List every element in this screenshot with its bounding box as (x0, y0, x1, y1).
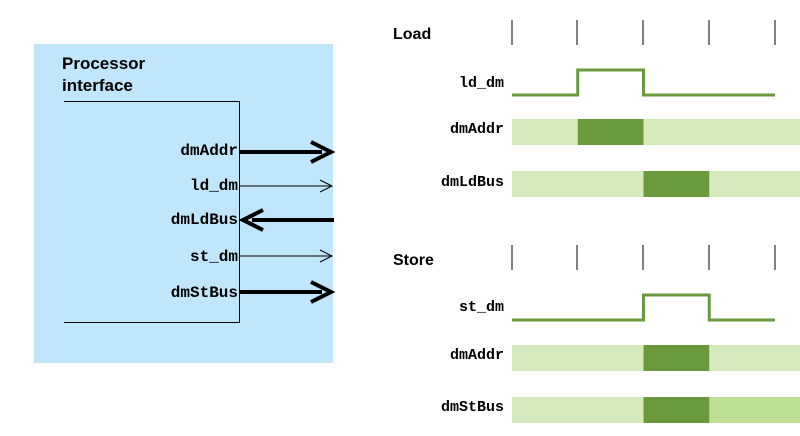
ld-dm-arrow-head (319, 179, 334, 193)
load-signal-label-ld-dm: ld_dm (458, 75, 504, 92)
store-bus-dmstbus-segment-active (643, 397, 710, 423)
st-dm-arrow-head (319, 249, 334, 263)
store-signal-label-st-dm: st_dm (458, 299, 504, 316)
store-bus-dmaddr-segment-idle (709, 345, 776, 371)
store-bus-dmstbus-segment-data (775, 397, 800, 423)
store-clock-ticks (511, 245, 776, 270)
load-bus-dmaddr-segment-idle (643, 119, 710, 145)
load-bus-dmldbus-segment-idle (512, 171, 579, 197)
port-label-dmldbus: dmLdBus (170, 211, 238, 229)
store-bus-dmstbus-segment-data (709, 397, 776, 423)
load-bus-dmldbus-segment-idle (577, 171, 644, 197)
load-section-title: Load (393, 26, 432, 43)
load-bus-dmldbus-segment-active (643, 171, 710, 197)
port-label-st-dm: st_dm (189, 248, 238, 266)
load-clock-ticks (511, 20, 776, 45)
store-bus-dmaddr-segment-active (643, 345, 710, 371)
dmaddr-arrow-head (310, 140, 336, 164)
store-signal-label-dmaddr: dmAddr (449, 347, 504, 364)
processor-interface-frame (64, 101, 240, 323)
port-label-dmstbus: dmStBus (170, 284, 238, 302)
processor-interface-title: Processor interface (62, 54, 146, 95)
port-label-ld-dm: ld_dm (189, 177, 238, 195)
load-wave-ld-dm (512, 68, 775, 97)
store-bus-dmstbus-segment-idle (512, 397, 579, 423)
waveforms (512, 68, 800, 423)
processor-interface-box (34, 44, 333, 363)
load-bus-dmaddr-segment-idle (512, 119, 579, 145)
port-arrows (238, 140, 336, 304)
dmldbus-arrow-head (238, 208, 264, 232)
load-bus-dmldbus-segment-idle (775, 171, 800, 197)
store-section-title: Store (393, 252, 434, 269)
store-bus-dmstbus-segment-idle (577, 397, 644, 423)
load-bus-dmaddr-segment-idle (709, 119, 776, 145)
load-signal-label-dmaddr: dmAddr (449, 121, 504, 138)
store-bus-dmaddr-segment-idle (775, 345, 800, 371)
store-bus-dmaddr-segment-idle (577, 345, 644, 371)
load-bus-dmaddr-segment-idle (775, 119, 800, 145)
load-bus-dmaddr-segment-active (577, 119, 644, 145)
load-bus-dmldbus-segment-idle (709, 171, 776, 197)
store-signal-label-dmstbus: dmStBus (440, 399, 504, 416)
port-label-dmaddr: dmAddr (180, 142, 238, 160)
dmstbus-arrow-head (310, 280, 336, 304)
load-signal-label-dmldbus: dmLdBus (440, 174, 504, 191)
store-wave-st-dm (512, 293, 775, 322)
store-bus-dmaddr-segment-idle (512, 345, 579, 371)
